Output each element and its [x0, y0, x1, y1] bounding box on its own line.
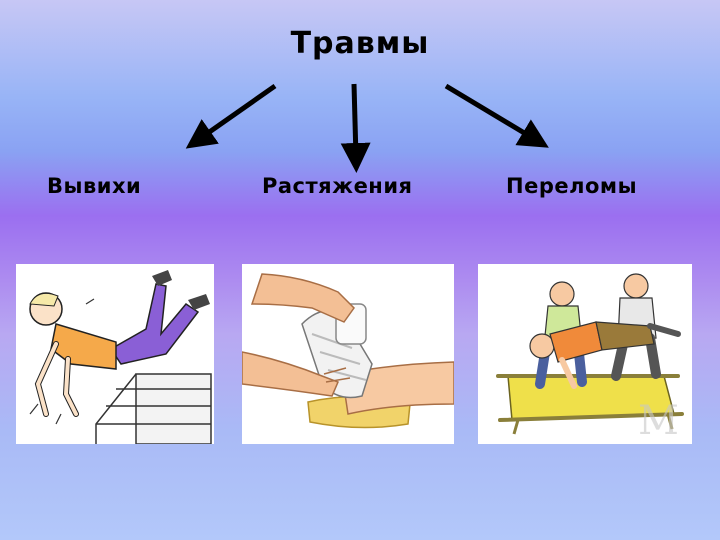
dislocation-image: [16, 264, 214, 444]
label-dislocations: Вывихи: [47, 174, 142, 198]
svg-text:M: M: [638, 398, 679, 444]
diagram-title: Травмы: [290, 26, 430, 61]
sprain-image: [242, 264, 454, 444]
arrow-left: [185, 83, 277, 149]
label-fractures: Переломы: [506, 174, 638, 198]
fracture-image: M: [478, 264, 692, 444]
arrow-center: [340, 83, 371, 173]
label-sprains: Растяжения: [262, 174, 413, 198]
arrow-right: [444, 83, 549, 148]
